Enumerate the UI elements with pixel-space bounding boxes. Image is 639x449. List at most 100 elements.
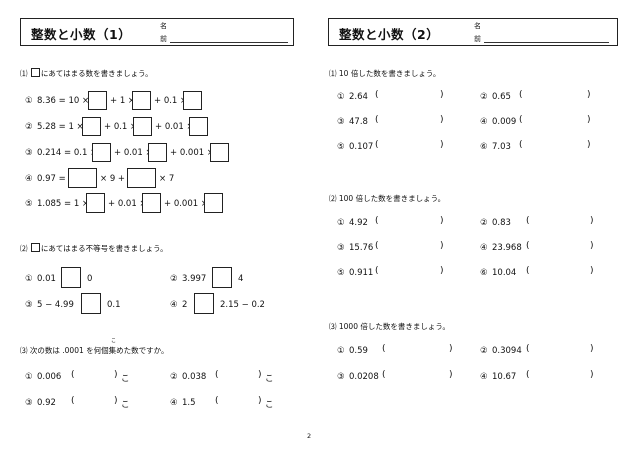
answer-blank[interactable]: [533, 368, 588, 382]
close-paren: ): [114, 396, 118, 406]
open-paren: (: [382, 344, 386, 354]
answer-box[interactable]: [86, 193, 105, 213]
answer-box[interactable]: [148, 143, 167, 162]
answer-blank[interactable]: [80, 368, 112, 382]
close-paren: ): [440, 241, 444, 251]
answer-blank[interactable]: [382, 214, 437, 228]
item-text: 5 − 4.99: [37, 300, 74, 310]
item-label: ⑥: [480, 268, 488, 278]
answer-box[interactable]: [210, 143, 229, 162]
answer-box[interactable]: [61, 267, 81, 288]
item-value: 0.038: [182, 372, 207, 382]
q3-header: ⑶ 1000 倍した数を書きましょう。: [329, 321, 450, 332]
counter-unit: こ: [265, 400, 274, 410]
page-number: 2: [307, 432, 312, 440]
item-text: 4: [238, 274, 244, 284]
answer-blank[interactable]: [526, 138, 586, 152]
close-paren: ): [587, 90, 591, 100]
item-label: ①: [25, 96, 33, 106]
item-text: + 0.001 ×: [170, 148, 214, 158]
open-paren: (: [526, 370, 530, 380]
item-label: ②: [170, 274, 178, 284]
item-value: 0.65: [492, 92, 511, 102]
item-text: 0.97 =: [37, 174, 66, 184]
name-write-line[interactable]: [170, 42, 288, 43]
q2-number: ⑵: [20, 244, 28, 253]
item-text: + 0.01 ×: [155, 122, 194, 132]
page-title: 整数と小数（2）: [339, 27, 440, 42]
answer-box[interactable]: [212, 267, 232, 288]
item-value: 10.67: [492, 372, 517, 382]
answer-box[interactable]: [133, 117, 152, 136]
close-paren: ): [590, 344, 594, 354]
open-paren: (: [519, 90, 523, 100]
answer-blank[interactable]: [382, 264, 437, 278]
item-text: 1.085 = 1 ×: [37, 199, 90, 209]
item-label: ⑥: [480, 142, 488, 152]
answer-blank[interactable]: [533, 264, 588, 278]
answer-blank[interactable]: [533, 214, 588, 228]
q2-number: ⑵: [329, 194, 337, 203]
item-text: 0: [87, 274, 93, 284]
q2-header: ⑵ 100 倍した数を書きましょう。: [329, 193, 445, 204]
item-label: ④: [480, 243, 488, 253]
open-paren: (: [526, 216, 530, 226]
answer-box[interactable]: [142, 193, 161, 213]
close-paren: ): [440, 140, 444, 150]
answer-blank[interactable]: [382, 88, 437, 102]
q1-instruction: にあてはまる数を書きましょう。: [40, 69, 153, 78]
item-value: 0.83: [492, 218, 511, 228]
answer-box[interactable]: [88, 91, 107, 110]
close-paren: ): [449, 344, 453, 354]
answer-box[interactable]: [127, 168, 156, 188]
answer-box[interactable]: [183, 91, 202, 110]
item-label: ①: [25, 372, 33, 382]
open-paren: (: [526, 266, 530, 276]
answer-blank[interactable]: [382, 239, 437, 253]
page-title: 整数と小数（1）: [31, 27, 132, 42]
open-paren: (: [375, 140, 379, 150]
item-text: + 0.1 ×: [154, 96, 188, 106]
close-paren: ): [587, 115, 591, 125]
name-write-line[interactable]: [484, 42, 609, 43]
close-paren: ): [590, 241, 594, 251]
item-label: ⑤: [337, 268, 345, 278]
title-box: 整数と小数（1） 名 前: [20, 18, 294, 46]
answer-blank[interactable]: [533, 239, 588, 253]
item-label: ①: [337, 346, 345, 356]
answer-blank[interactable]: [80, 394, 112, 408]
blank-square-icon: [30, 243, 40, 252]
q1-number: ⑴: [20, 69, 28, 78]
answer-box[interactable]: [204, 193, 223, 213]
answer-blank[interactable]: [224, 394, 256, 408]
open-paren: (: [375, 266, 379, 276]
q3-instruction: 1000 倍した数を書きましょう。: [338, 322, 450, 331]
q1-header: ⑴ 10 倍した数を書きましょう。: [329, 68, 440, 79]
answer-box[interactable]: [82, 117, 101, 136]
answer-box[interactable]: [194, 293, 214, 314]
open-paren: (: [519, 115, 523, 125]
item-text: + 0.01 ×: [108, 199, 147, 209]
answer-blank[interactable]: [526, 88, 586, 102]
answer-box[interactable]: [92, 143, 111, 162]
close-paren: ): [440, 216, 444, 226]
answer-box[interactable]: [132, 91, 151, 110]
answer-box[interactable]: [68, 168, 97, 188]
answer-blank[interactable]: [389, 368, 447, 382]
answer-blank[interactable]: [389, 342, 447, 356]
answer-blank[interactable]: [526, 113, 586, 127]
item-label: ③: [25, 398, 33, 408]
item-value: 0.59: [349, 346, 368, 356]
open-paren: (: [375, 216, 379, 226]
item-value: 1.5: [182, 398, 196, 408]
answer-blank[interactable]: [382, 138, 437, 152]
answer-blank[interactable]: [533, 342, 588, 356]
open-paren: (: [215, 396, 219, 406]
item-text: 0.214 = 0.1 ×: [37, 148, 98, 158]
item-label: ③: [337, 117, 345, 127]
answer-box[interactable]: [189, 117, 208, 136]
answer-blank[interactable]: [224, 368, 256, 382]
open-paren: (: [382, 370, 386, 380]
answer-blank[interactable]: [382, 113, 437, 127]
answer-box[interactable]: [81, 293, 101, 314]
